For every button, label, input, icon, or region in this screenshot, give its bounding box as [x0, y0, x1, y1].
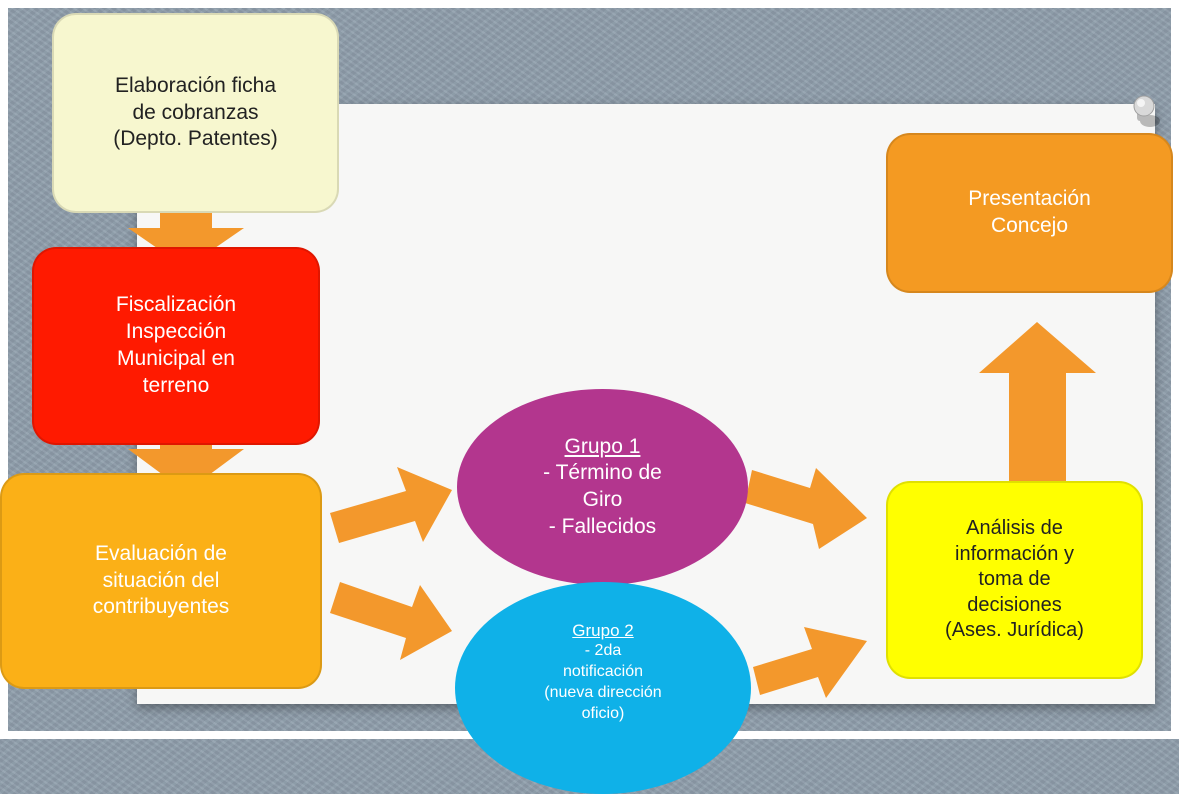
pushpin-icon [1133, 95, 1160, 127]
arrow-down-2 [128, 412, 244, 492]
grupo-2-title: Grupo 2 [572, 621, 634, 640]
arrow-grupo1-to-analisis [745, 468, 867, 549]
box-analisis: Análisis de información y toma de decisi… [886, 481, 1143, 679]
arrow-up [979, 322, 1096, 481]
grupo-1-body: - Término de Giro - Fallecidos [543, 460, 662, 538]
box-evaluacion-text: Evaluación de situación del contribuyent… [92, 541, 230, 619]
box-elaboracion-ficha-text: Elaboración ficha de cobranzas (Depto. P… [113, 73, 278, 151]
circle-grupo-2: Grupo 2 - 2da notificación (nueva direcc… [455, 582, 751, 794]
box-elaboracion-ficha: Elaboración ficha de cobranzas (Depto. P… [52, 13, 339, 213]
box-fiscalizacion-text: Fiscalización Inspección Municipal en te… [115, 293, 237, 397]
circle-grupo-1: Grupo 1 - Término de Giro - Fallecidos [457, 389, 748, 585]
grupo-1-title: Grupo 1 [564, 434, 641, 458]
grupo-2-body: - 2da notificación (nueva dirección ofic… [544, 642, 662, 722]
box-presentacion: Presentación Concejo [886, 133, 1173, 293]
flow-arrows [128, 195, 1096, 698]
box-presentacion-text: Presentación Concejo [968, 187, 1091, 237]
box-analisis-text: Análisis de información y toma de decisi… [945, 517, 1084, 642]
box-evaluacion: Evaluación de situación del contribuyent… [0, 473, 322, 689]
box-fiscalizacion: Fiscalización Inspección Municipal en te… [32, 247, 320, 445]
arrow-to-grupo1 [330, 467, 452, 543]
arrow-down-1 [128, 195, 244, 268]
arrow-grupo2-to-analisis [753, 627, 867, 698]
arrow-to-grupo2 [330, 582, 452, 660]
